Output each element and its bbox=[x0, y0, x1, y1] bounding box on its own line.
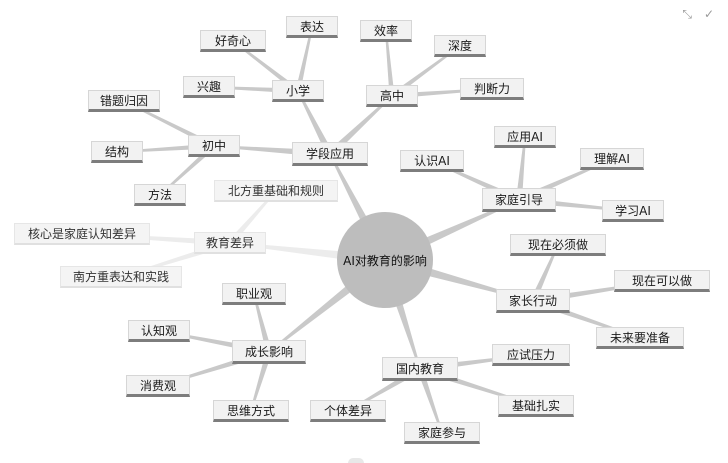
branch-node-stage[interactable]: 学段应用 bbox=[292, 142, 368, 166]
branch-node-parent-action[interactable]: 家长行动 bbox=[496, 289, 570, 313]
node-label: 初中 bbox=[201, 138, 226, 153]
connector-line bbox=[250, 351, 272, 412]
node-label: 未来要准备 bbox=[609, 330, 670, 345]
connector-line bbox=[253, 293, 272, 353]
branch-node-diff[interactable]: 教育差异 bbox=[194, 232, 266, 254]
leaf-node[interactable]: 表达 bbox=[286, 16, 338, 38]
leaf-node[interactable]: 认识AI bbox=[400, 150, 464, 172]
leaf-node[interactable]: 深度 bbox=[434, 35, 486, 57]
node-label: 深度 bbox=[447, 38, 472, 53]
node-label: 应试压力 bbox=[506, 347, 555, 362]
node-label: 学段应用 bbox=[305, 146, 354, 161]
collapse-icon[interactable]: ⤡ bbox=[682, 7, 692, 21]
node-label: 国内教育 bbox=[395, 361, 444, 376]
connector-line bbox=[390, 45, 461, 99]
check-icon[interactable]: ✓ bbox=[703, 7, 714, 21]
connector-line bbox=[385, 30, 395, 97]
center-node[interactable]: AI对教育的影响 bbox=[337, 212, 433, 308]
leaf-node[interactable]: 理解AI bbox=[580, 148, 644, 170]
toolbar: ⤡ ✓ bbox=[682, 7, 714, 22]
leaf-node[interactable]: 家庭参与 bbox=[404, 422, 480, 444]
leaf-node[interactable]: 判断力 bbox=[460, 78, 524, 100]
node-label: 教育差异 bbox=[205, 236, 254, 250]
branch-node-growth[interactable]: 成长影响 bbox=[232, 340, 306, 364]
node-label: 北方重基础和规则 bbox=[227, 184, 324, 198]
leaf-node[interactable]: 错题归因 bbox=[88, 90, 160, 112]
node-label: 兴趣 bbox=[196, 79, 221, 94]
leaf-node[interactable]: 现在可以做 bbox=[614, 270, 710, 292]
node-label: 现在必须做 bbox=[527, 237, 588, 252]
node-label: 现在可以做 bbox=[631, 273, 692, 288]
connector-line bbox=[297, 90, 334, 156]
connector-line bbox=[417, 368, 443, 434]
connector-line bbox=[159, 144, 216, 196]
node-label: 表达 bbox=[299, 19, 324, 34]
leaf-node[interactable]: 个体差异 bbox=[310, 400, 386, 422]
node-label: 消费观 bbox=[139, 378, 176, 393]
leaf-node[interactable]: 职业观 bbox=[222, 283, 286, 305]
node-label: 好奇心 bbox=[214, 33, 251, 48]
node-label: 应用AI bbox=[507, 129, 543, 144]
leaf-node[interactable]: 思维方式 bbox=[213, 400, 289, 422]
node-label: 理解AI bbox=[594, 151, 630, 166]
leaf-node[interactable]: 南方重表达和实践 bbox=[60, 266, 182, 288]
leaf-node[interactable]: 方法 bbox=[134, 184, 186, 206]
node-middle[interactable]: 初中 bbox=[188, 135, 240, 157]
leaf-node[interactable]: 应用AI bbox=[494, 126, 556, 148]
leaf-node[interactable]: 结构 bbox=[91, 141, 143, 163]
leaf-node[interactable]: 未来要准备 bbox=[596, 327, 684, 349]
node-label: 判断力 bbox=[473, 81, 510, 96]
node-label: 学习AI bbox=[615, 203, 651, 218]
leaf-node[interactable]: 北方重基础和规则 bbox=[214, 180, 338, 202]
node-label: 认识AI bbox=[414, 153, 450, 168]
branch-node-family-guide[interactable]: 家庭引导 bbox=[482, 188, 556, 212]
node-label: 效率 bbox=[373, 23, 398, 38]
node-label: 思维方式 bbox=[226, 403, 275, 418]
node-label: 家庭引导 bbox=[494, 192, 543, 207]
node-label: 小学 bbox=[285, 83, 310, 98]
leaf-node[interactable]: 应试压力 bbox=[492, 344, 570, 366]
node-label: 家长行动 bbox=[508, 293, 557, 308]
node-label: 方法 bbox=[147, 187, 172, 202]
node-primary[interactable]: 小学 bbox=[272, 80, 324, 102]
leaf-node[interactable]: 基础扎实 bbox=[498, 395, 574, 417]
node-label: 结构 bbox=[104, 144, 129, 159]
node-label: 高中 bbox=[379, 88, 404, 103]
connector-line bbox=[327, 95, 393, 157]
scroll-handle[interactable] bbox=[348, 458, 364, 463]
center-node-label: AI对教育的影响 bbox=[343, 253, 427, 268]
leaf-node[interactable]: 现在必须做 bbox=[510, 234, 606, 256]
node-high[interactable]: 高中 bbox=[366, 85, 418, 107]
leaf-node[interactable]: 学习AI bbox=[602, 200, 664, 222]
leaf-node[interactable]: 好奇心 bbox=[200, 30, 266, 52]
leaf-node[interactable]: 核心是家庭认知差异 bbox=[14, 223, 150, 245]
node-label: 成长影响 bbox=[244, 344, 293, 359]
connector-line bbox=[295, 26, 313, 92]
connector-line bbox=[516, 136, 526, 201]
node-label: 基础扎实 bbox=[511, 398, 560, 413]
connector-line bbox=[232, 40, 300, 93]
node-label: 错题归因 bbox=[99, 93, 148, 108]
leaf-node[interactable]: 效率 bbox=[360, 20, 412, 42]
leaf-node[interactable]: 消费观 bbox=[126, 375, 190, 397]
branch-node-domestic[interactable]: 国内教育 bbox=[382, 357, 458, 381]
node-label: 个体差异 bbox=[323, 403, 372, 418]
node-label: 核心是家庭认知差异 bbox=[27, 227, 136, 241]
node-label: 南方重表达和实践 bbox=[72, 270, 169, 284]
leaf-node[interactable]: 认知观 bbox=[128, 320, 190, 342]
node-label: 职业观 bbox=[235, 286, 272, 301]
connector-line bbox=[227, 190, 277, 245]
leaf-node[interactable]: 兴趣 bbox=[183, 76, 235, 98]
node-label: 家庭参与 bbox=[417, 425, 466, 440]
node-label: 认知观 bbox=[140, 323, 177, 338]
connector-line bbox=[530, 244, 559, 303]
